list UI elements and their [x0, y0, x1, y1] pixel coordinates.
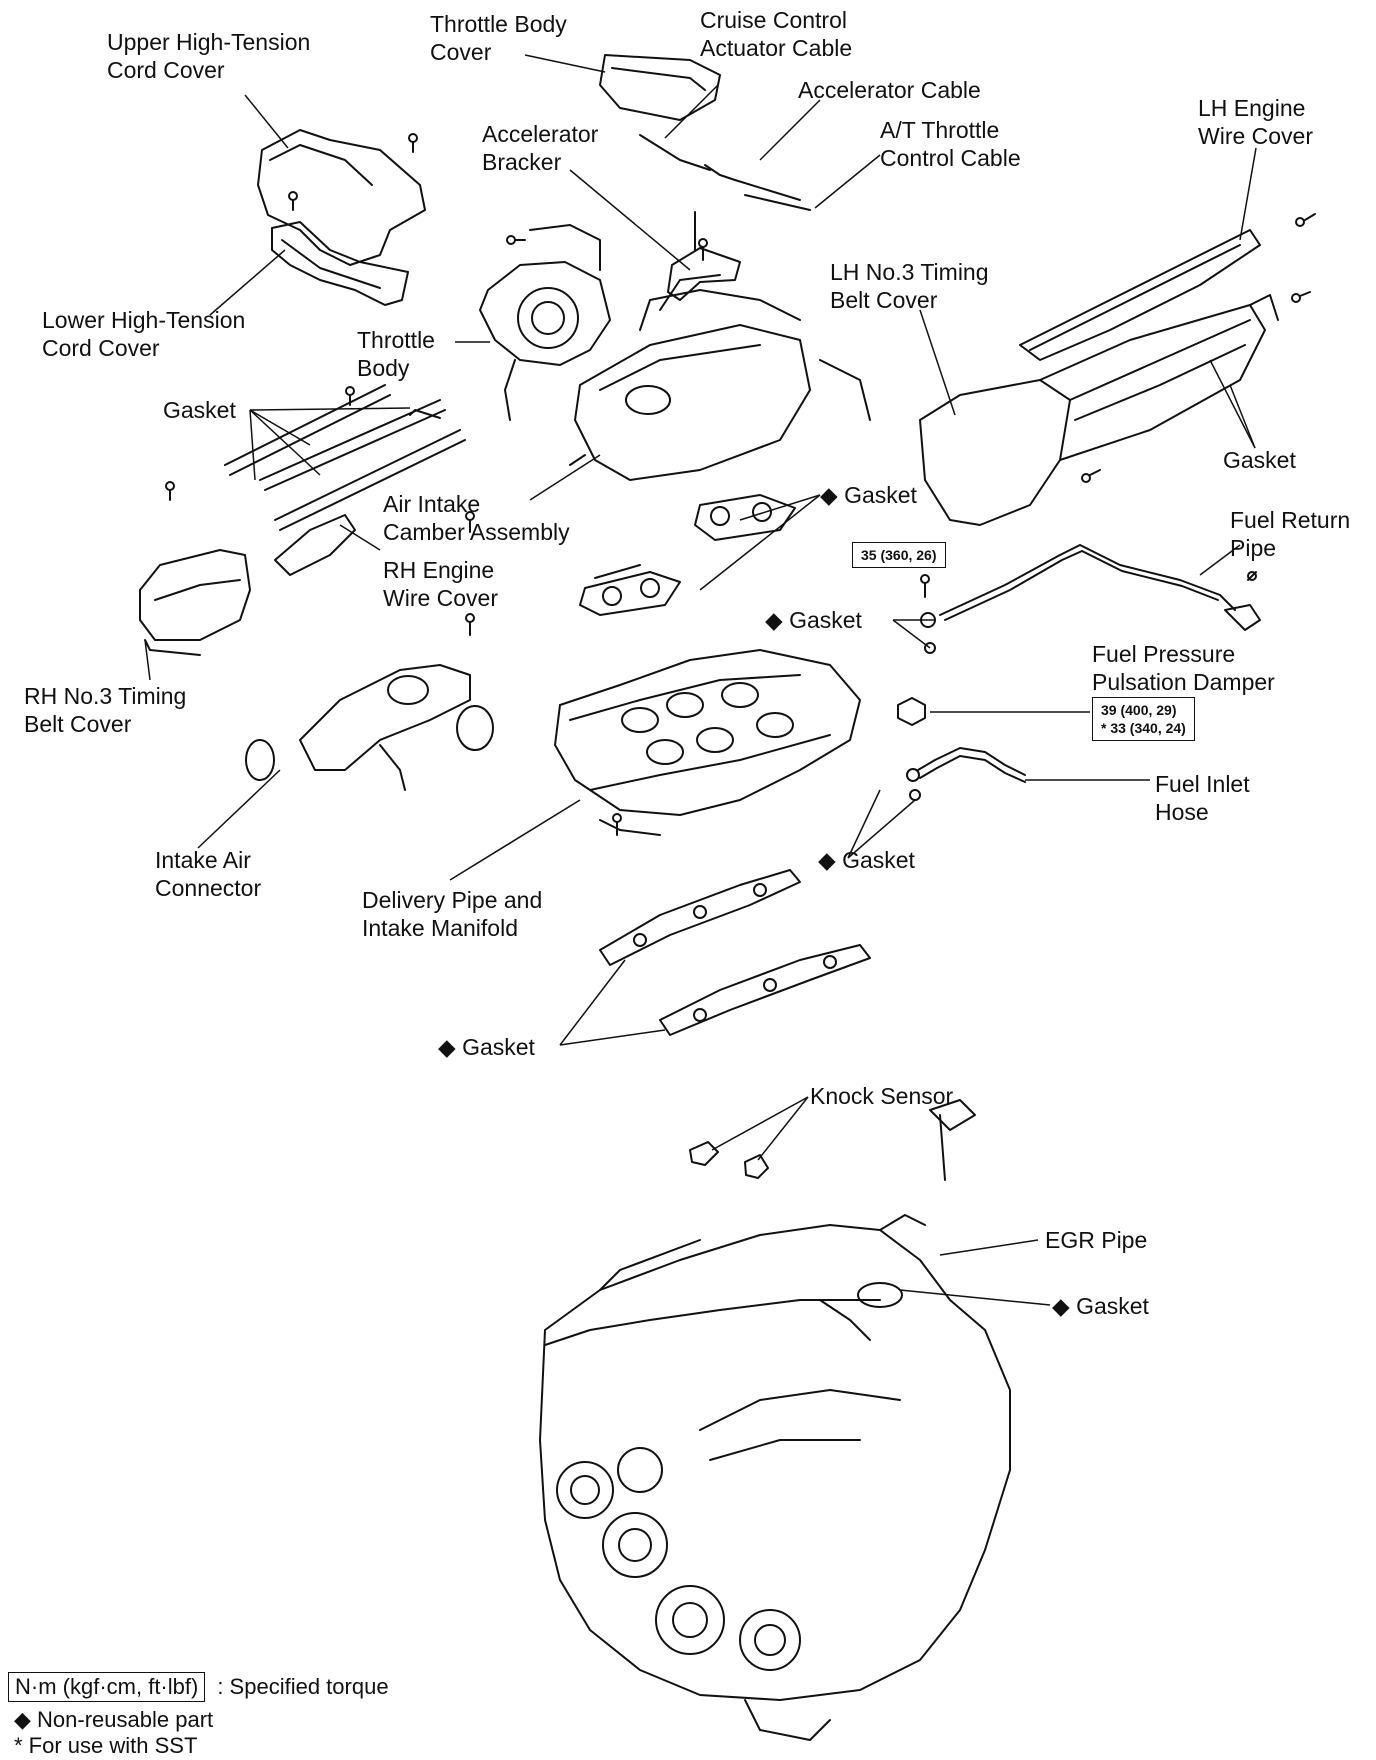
intake-air-connector [245, 664, 494, 791]
leader-gasket-tl-4 [249, 407, 411, 411]
leader-gasket-d5 [899, 1289, 1051, 1306]
leader-gasket-d4b [559, 1029, 666, 1046]
legend-torque-desc: : Specified torque [217, 1674, 389, 1699]
leader-cruise-cable [664, 84, 719, 139]
legend-specified-torque: N·m (kgf·cm, ft·lbf) : Specified torque [8, 1672, 389, 1702]
leader-gasket-tl-2 [249, 409, 256, 481]
torque-spec-fuel-return: 35 (360, 26) [852, 542, 946, 568]
lh-timing-belt-cover [919, 294, 1279, 526]
rh-gasket-strips [224, 384, 466, 531]
leader-upper-ht-cover [244, 94, 289, 149]
throttle-body [479, 224, 611, 421]
manifold-gaskets [599, 869, 871, 1036]
leader-egr [939, 1239, 1039, 1256]
leader-lower-ht-cover [209, 249, 286, 316]
label-gasket-nonreusable-5: ◆ Gasket [1052, 1293, 1149, 1319]
leader-delivery-pipe [449, 799, 581, 881]
fuel-damper-and-hose [897, 697, 1026, 801]
lh-engine-wire-cover [1019, 229, 1261, 361]
legend-non-reusable: ◆ Non-reusable part [14, 1707, 214, 1732]
knock-sensors [689, 1141, 769, 1179]
rh-engine-wire-cover [274, 514, 356, 576]
leader-knock-1 [711, 1096, 809, 1151]
leader-fuel-return [1199, 544, 1241, 576]
chamber-gaskets [579, 494, 796, 616]
leader-gasket-d3a [847, 789, 881, 859]
leader-intake-air [197, 769, 281, 849]
leader-accel-cable [759, 99, 821, 161]
label-accelerator-cable: Accelerator Cable [798, 77, 981, 103]
leader-rh-timing [144, 639, 151, 681]
throttle-body-cover [599, 54, 721, 121]
leader-gasket-d2b [892, 619, 931, 649]
engine-block [539, 1099, 1011, 1741]
fuel-return-pipe [920, 544, 1261, 654]
leader-gasket-d3b [847, 799, 916, 859]
label-gasket-right: Gasket [1223, 447, 1296, 473]
delivery-pipe-intake-manifold [554, 649, 861, 836]
cables [639, 134, 811, 211]
leader-gasket-tl-3 [249, 409, 321, 476]
label-gasket-nonreusable-1: ◆ Gasket [820, 482, 917, 508]
rh-timing-belt-cover [139, 549, 251, 656]
leader-air-chamber [529, 454, 601, 501]
bolts [165, 133, 1316, 836]
label-gasket-nonreusable-2: ◆ Gasket [765, 607, 862, 633]
upper-high-tension-cord-cover [257, 129, 426, 266]
label-knock-sensor: Knock Sensor [810, 1083, 954, 1109]
leader-gasket-d1b [699, 494, 821, 591]
leader-throttle-body-cover [524, 54, 606, 73]
leader-gasket-right-1 [1229, 384, 1256, 449]
label-gasket-nonreusable-3: ◆ Gasket [818, 847, 915, 873]
leader-knock-2 [757, 1096, 809, 1161]
leader-lh-wire-cover [1239, 147, 1257, 241]
legend-torque-unit-box: N·m (kgf·cm, ft·lbf) [8, 1672, 206, 1702]
label-gasket-top-left: Gasket [163, 397, 236, 423]
leader-gasket-right-2 [1209, 359, 1256, 449]
leader-at-cable [814, 154, 881, 209]
label-egr-pipe: EGR Pipe [1045, 1227, 1148, 1253]
air-intake-chamber [569, 274, 871, 481]
leader-gasket-d4a [559, 959, 626, 1046]
legend-sst: * For use with SST [14, 1733, 198, 1758]
label-gasket-nonreusable-4: ◆ Gasket [438, 1034, 535, 1060]
leader-rh-wire-cover [339, 524, 381, 551]
lower-high-tension-cord-cover [271, 221, 409, 306]
leader-gasket-d1a [739, 494, 821, 521]
leader-accel-bracker [569, 169, 691, 271]
torque-spec-fuel-damper: 39 (400, 29)* 33 (340, 24) [1092, 697, 1195, 741]
leader-gasket-tl-1 [249, 409, 311, 446]
leader-lh-timing-cover [919, 309, 956, 416]
